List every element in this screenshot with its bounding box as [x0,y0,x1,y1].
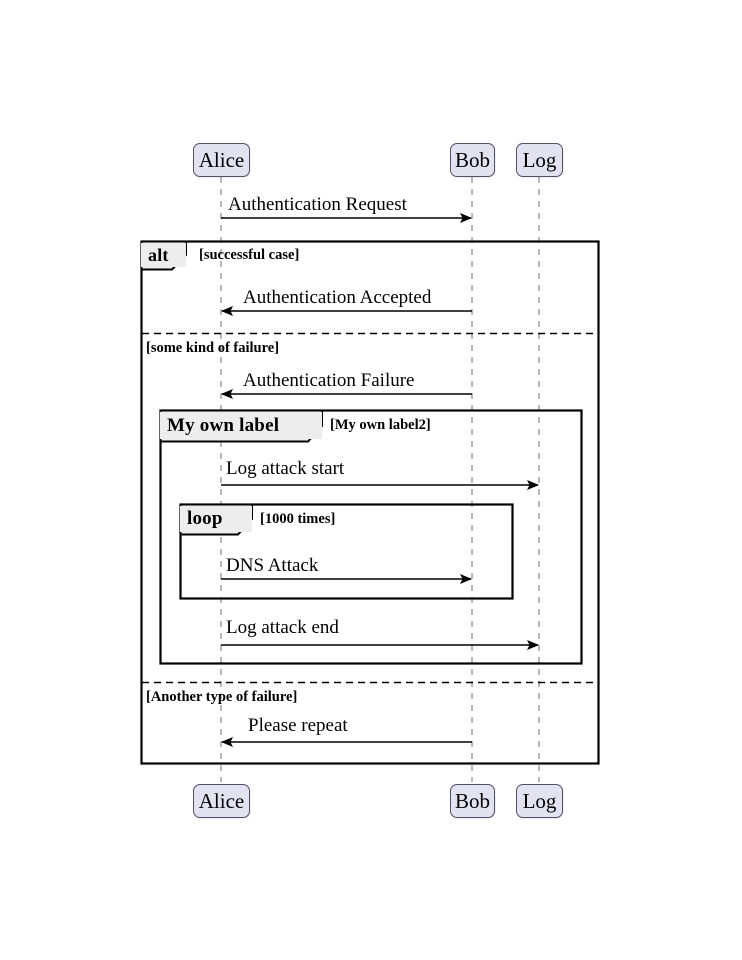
fragment-operator-label: loop [187,508,223,529]
message-label-please-repeat: Please repeat [248,715,348,737]
participant-label: Bob [454,147,490,172]
participant-bob-top[interactable]: Bob [450,143,495,177]
fragment-condition-alt-branch-2: [some kind of failure] [146,340,279,357]
message-label-authentication-request: Authentication Request [228,194,407,216]
fragment-operator-alt: alt [141,243,186,267]
fragment-condition-label: [some kind of failure] [146,340,280,356]
fragment-condition-label: [Another type of failure] [146,689,298,705]
fragment-operator-label: alt [148,244,169,265]
participant-log-bottom[interactable]: Log [516,784,563,818]
fragment-condition-label: [successful case] [199,247,300,263]
fragment-condition-label: [My own label2] [330,417,431,433]
participant-log-top[interactable]: Log [516,143,563,177]
fragment-condition-loop: [1000 times] [260,511,335,528]
message-label-authentication-accepted: Authentication Accepted [243,287,431,309]
message-text: Log attack start [226,458,345,479]
fragment-frame-alt [140,240,600,765]
message-label-log-attack-end: Log attack end [226,617,339,639]
fragment-frame-myownlabel [159,409,583,665]
participant-label: Bob [454,788,490,813]
participant-label: Alice [198,788,245,813]
fragment-operator-loop: loop [180,506,252,532]
message-text: DNS Attack [226,555,319,576]
message-text: Log attack end [226,617,339,638]
message-text: Authentication Request [228,194,407,215]
participant-alice-bottom[interactable]: Alice [193,784,250,818]
message-text: Authentication Accepted [243,287,432,308]
message-text: Authentication Failure [243,370,415,391]
participant-label: Log [522,788,557,813]
participant-label: Alice [198,147,245,172]
participant-alice-top[interactable]: Alice [193,143,250,177]
participant-label: Log [522,147,557,172]
fragment-condition-label: [1000 times] [260,511,336,527]
fragment-condition-myownlabel: [My own label2] [330,417,431,434]
message-label-authentication-failure: Authentication Failure [243,370,414,392]
fragment-operator-myownlabel: My own label [160,412,322,439]
fragment-condition-alt-branch-1: [successful case] [199,247,299,264]
lifelines [220,177,540,782]
message-arrows [221,213,539,747]
message-label-dns-attack: DNS Attack [226,555,318,577]
fragment-condition-alt-branch-3: [Another type of failure] [146,689,297,706]
participant-bob-bottom[interactable]: Bob [450,784,495,818]
fragment-operator-label: My own label [167,414,280,436]
message-label-log-attack-start: Log attack start [226,458,344,480]
message-text: Please repeat [248,715,348,736]
